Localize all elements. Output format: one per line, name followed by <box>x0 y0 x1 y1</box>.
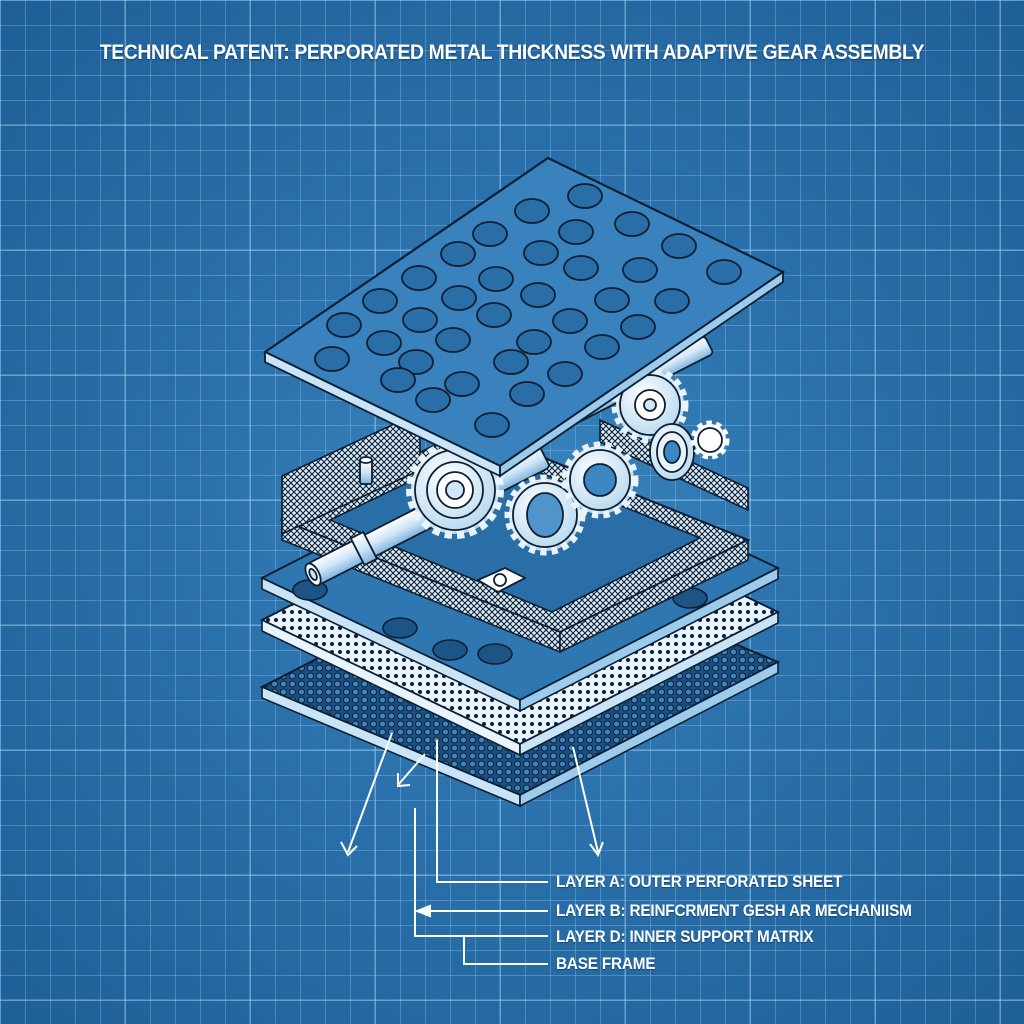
callout-layer-a: LAYER A: OUTER PERFORATED SHEET <box>556 872 843 891</box>
gear-assembly <box>304 336 730 594</box>
page-title: TECHNICAL PATENT: PERPORATED METAL THICK… <box>99 40 925 64</box>
callout-layer-d: LAYER D: INNER SUPPORT MATRIX <box>556 927 814 946</box>
callout-base-frame: BASE FRAME <box>556 954 656 973</box>
callout-layer-b: LAYER B: REINFCRMENT GESH AR MECHANIISM <box>556 901 912 920</box>
top-perforated-plate <box>262 156 786 478</box>
leader-lines <box>340 732 604 965</box>
